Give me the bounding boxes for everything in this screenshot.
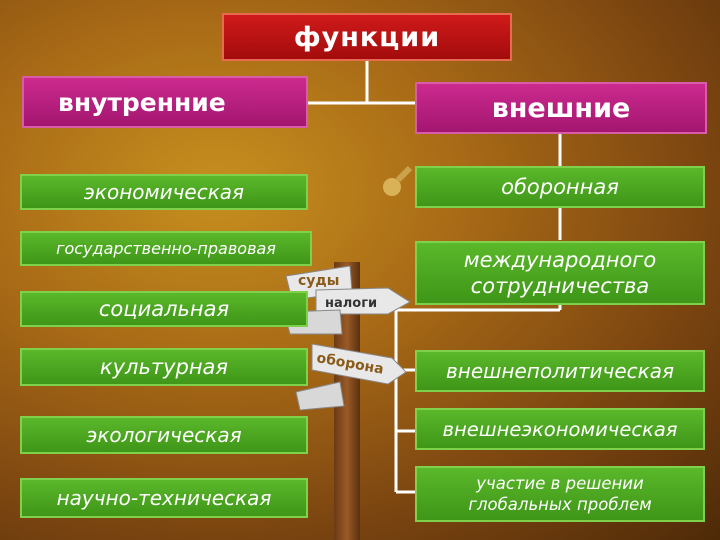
internal-item-ecological: экологическая [20,416,308,454]
external-item-international: международного сотрудничества [415,241,705,305]
title-text: функции [293,21,441,53]
sign-board-taxes [315,287,411,315]
internal-item-economic: экономическая [20,174,308,210]
sign-board-defense [311,343,407,385]
internal-item-social: социальная [20,291,308,327]
internal-item-label: экологическая [86,423,242,447]
external-header-text: внешние [491,92,631,124]
external-header: внешние [415,82,707,134]
title-box: функции [222,13,512,61]
external-item-foreign-economic: внешнеэкономическая [415,408,705,450]
external-item-label: оборонная [501,175,619,199]
internal-item-label: научно-техническая [56,486,272,510]
internal-item-label: государственно-правовая [56,239,276,258]
lamp-decoration [383,165,413,196]
internal-header: внутренние [22,76,308,128]
internal-item-state-legal: государственно-правовая [20,231,312,266]
internal-item-label: экономическая [83,180,245,204]
internal-item-scientific: научно-техническая [20,478,308,518]
external-item-label: международного сотрудничества [463,248,657,298]
external-item-defense: оборонная [415,166,705,208]
external-item-label: участие в решении глобальных проблем [468,474,652,514]
internal-item-label: культурная [99,355,229,379]
internal-header-text: внутренние [58,88,226,117]
external-item-global-problems: участие в решении глобальных проблем [415,466,705,522]
external-item-foreign-policy: внешнеполитическая [415,350,705,392]
sign-text-courts: суды [298,273,339,289]
sign-text-taxes: налоги [325,296,377,311]
external-item-label: внешнеполитическая [445,359,675,383]
internal-item-label: социальная [98,297,230,321]
internal-item-cultural: культурная [20,348,308,386]
external-item-label: внешнеэкономическая [442,417,678,441]
sign-board-blank-2 [295,381,345,411]
